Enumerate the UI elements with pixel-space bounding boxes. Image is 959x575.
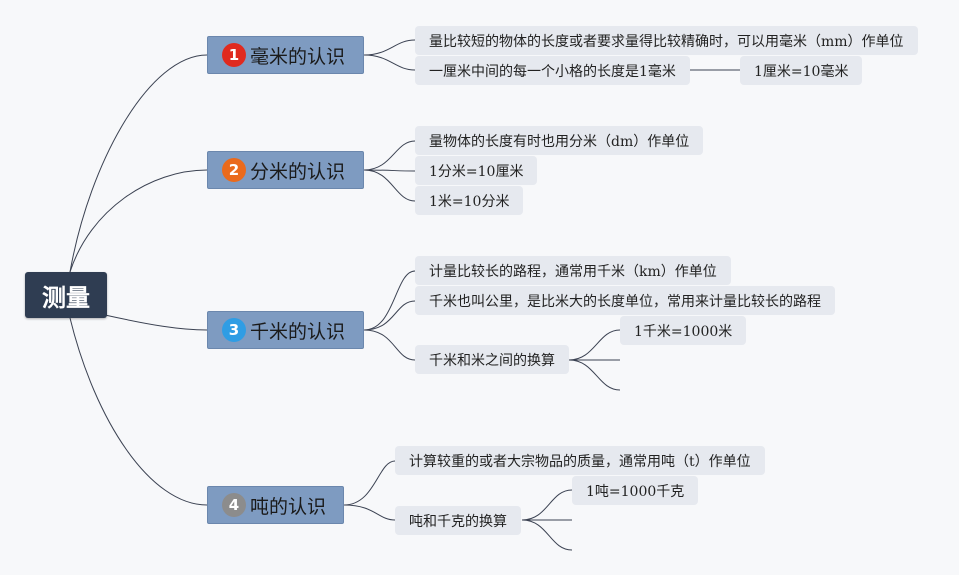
leaf-millimeter-grid[interactable]: 一厘米中间的每一个小格的长度是1毫米 [415,56,690,85]
leaf-t-kg-conversion[interactable]: 1吨=1000千克 [572,476,699,505]
leaf-kilometer-alias[interactable]: 千米也叫公里，是比米大的长度单位，常用来计量比较长的路程 [415,286,835,315]
leaf-millimeter-definition[interactable]: 量比较短的物体的长度或者要求量得比较精确时，可以用毫米（mm）作单位 [415,26,918,55]
leaf-kilometer-definition[interactable]: 计量比较长的路程，通常用千米（km）作单位 [415,256,731,285]
leaf-t-kg-conversion-topic[interactable]: 吨和千克的换算 [395,506,521,535]
leaf-decimeter-definition[interactable]: 量物体的长度有时也用分米（dm）作单位 [415,126,704,155]
branch-label: 分米的认识 [250,160,346,183]
branch-label: 千米的认识 [250,320,346,343]
leaf-ton-definition[interactable]: 计算较重的或者大宗物品的质量，通常用吨（t）作单位 [395,446,765,475]
connector [363,169,416,202]
branch-ton[interactable]: 4 吨的认识 [207,486,344,524]
root-label: 测量 [42,283,90,312]
connector [363,329,416,361]
connector [363,169,416,172]
branch-label: 吨的认识 [250,495,327,518]
leaf-text: 1千米=1000米 [634,323,733,340]
connector [104,314,208,331]
leaf-text: 一厘米中间的每一个小格的长度是1毫米 [429,63,676,80]
leaf-km-m-conversion-topic[interactable]: 千米和米之间的换算 [415,345,569,374]
leaf-text: 1米=10分米 [429,193,510,210]
leaf-cm-mm-conversion[interactable]: 1厘米=10毫米 [740,56,863,85]
number-badge-4: 4 [222,493,246,517]
branch-label: 毫米的认识 [250,45,346,68]
connector [69,169,208,273]
branch-millimeter[interactable]: 1 毫米的认识 [207,36,364,74]
number-badge-3: 3 [222,318,246,342]
root-node[interactable]: 测量 [25,272,107,318]
connector [363,270,416,331]
leaf-text: 1吨=1000千克 [586,483,685,500]
leaf-text: 吨和千克的换算 [409,513,507,530]
connector [69,54,208,273]
connector [363,54,416,71]
branch-decimeter[interactable]: 2 分米的认识 [207,151,364,189]
leaf-text: 1厘米=10毫米 [754,63,849,80]
connector [363,300,416,331]
branch-kilometer[interactable]: 3 千米的认识 [207,311,364,349]
leaf-dm-cm-conversion[interactable]: 1分米=10厘米 [415,156,538,185]
number-badge-2: 2 [222,158,246,182]
leaf-text: 千米也叫公里，是比米大的长度单位，常用来计量比较长的路程 [429,293,821,310]
leaf-m-dm-conversion[interactable]: 1米=10分米 [415,186,524,215]
connector [568,329,621,361]
leaf-text: 量物体的长度有时也用分米（dm）作单位 [429,133,690,150]
leaf-text: 千米和米之间的换算 [429,352,555,369]
connector [343,460,396,506]
connector [69,317,208,506]
connector [343,504,396,521]
connector [363,140,416,171]
leaf-text: 1分米=10厘米 [429,163,524,180]
connector [363,39,416,56]
connector [521,519,573,551]
number-badge-1: 1 [222,43,246,67]
leaf-km-m-conversion[interactable]: 1千米=1000米 [620,316,747,345]
leaf-text: 量比较短的物体的长度或者要求量得比较精确时，可以用毫米（mm）作单位 [429,33,904,50]
connector [521,489,573,521]
leaf-text: 计算较重的或者大宗物品的质量，通常用吨（t）作单位 [409,453,751,470]
connector [568,359,621,391]
leaf-text: 计量比较长的路程，通常用千米（km）作单位 [429,263,717,280]
